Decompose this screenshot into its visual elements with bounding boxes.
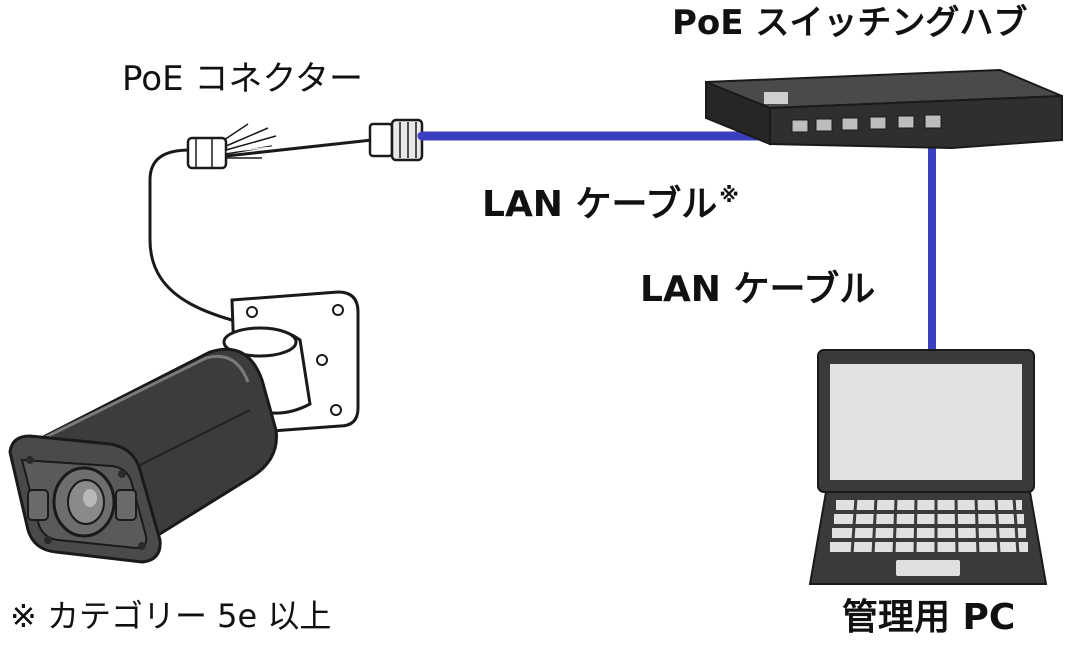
management-pc-label: 管理用 PC [842, 597, 1016, 638]
lan-cable-pc-label: LAN ケーブル [640, 269, 876, 310]
poe-switch-hub-label: PoE スイッチングハブ [672, 3, 1028, 43]
footnote-mark: ※ [719, 183, 739, 207]
lan-cable-camera-label: LAN ケーブル※ [482, 185, 739, 223]
footnote-text: ※ カテゴリー 5e 以上 [10, 597, 332, 635]
laptop-icon [808, 349, 1048, 585]
poe-connector-label: PoE コネクター [122, 59, 364, 99]
lan-cable-camera-text: LAN ケーブル [482, 184, 718, 225]
bullet-camera-icon [8, 290, 360, 564]
network-switch-icon [705, 68, 1063, 150]
poe-connector-icon [186, 118, 424, 170]
